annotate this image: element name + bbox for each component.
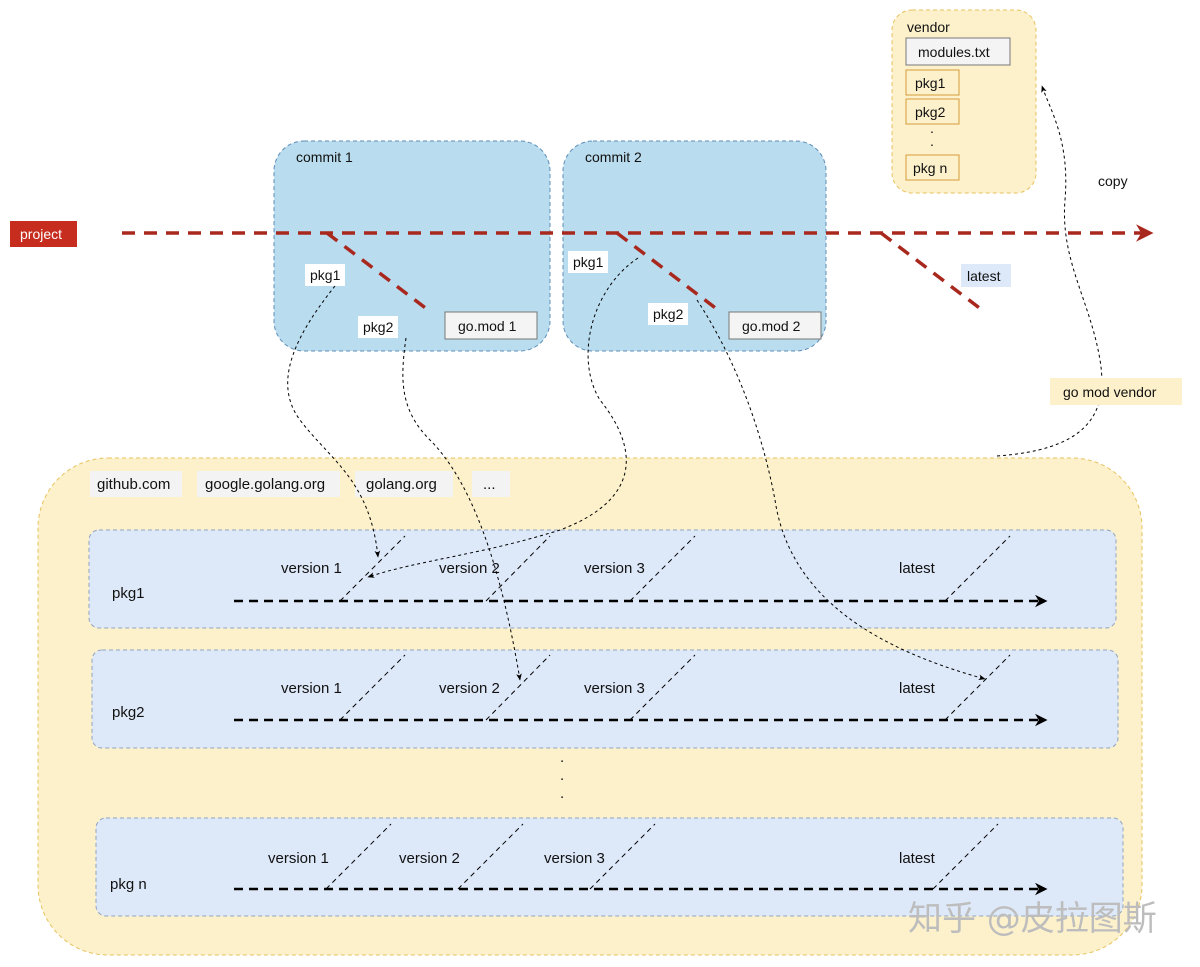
source-tag-more: ... bbox=[483, 476, 496, 493]
source-hosts: github.com google.golang.org golang.org … bbox=[90, 471, 510, 497]
latest-label: latest bbox=[967, 268, 1001, 284]
rows-ellipsis-2: . bbox=[560, 767, 564, 784]
pkgn-branch-v2 bbox=[457, 823, 524, 890]
pkg1-version-branches bbox=[339, 535, 1011, 602]
pkgn-version-branches bbox=[325, 823, 999, 890]
source-tag-bg bbox=[472, 471, 510, 497]
commit2-pkg2-to-pkg2-latest bbox=[696, 299, 986, 681]
commit-2-title: commit 2 bbox=[585, 149, 642, 165]
commit-1-box bbox=[273, 140, 551, 352]
pkg2-branch-v1 bbox=[339, 654, 406, 721]
gomod-1-label: go.mod 1 bbox=[458, 318, 517, 334]
vendor-pkg1-label: pkg1 bbox=[915, 75, 946, 91]
lane-pkg2-name: pkg2 bbox=[112, 704, 145, 721]
lane-pkg1-version3: version 3 bbox=[584, 560, 645, 577]
pkg1-branch-latest bbox=[944, 535, 1011, 602]
commit-2-branch bbox=[615, 231, 724, 315]
commit1-pkg1-to-v1 bbox=[287, 285, 381, 558]
go-mod-vendor-box bbox=[1050, 378, 1182, 405]
pkg1-branch-v1 bbox=[339, 535, 406, 602]
latest-branch bbox=[879, 231, 988, 315]
lane-pkgn-latest: latest bbox=[899, 850, 936, 867]
rows-ellipsis-3: . bbox=[560, 785, 564, 802]
pkgn-branch-v1 bbox=[325, 823, 392, 890]
lane-pkgn-name: pkg n bbox=[110, 876, 147, 893]
go-mod-vendor-label: go mod vendor bbox=[1063, 384, 1157, 400]
pkg2-branch-v3 bbox=[629, 654, 696, 721]
dependency-links bbox=[287, 85, 1103, 681]
commit1-pkg2-to-pkg2-v2 bbox=[402, 337, 522, 681]
project-label: project bbox=[20, 226, 62, 242]
gomod-2-label: go.mod 2 bbox=[742, 318, 801, 334]
latest-label-box bbox=[961, 264, 1011, 287]
lane-pkg2-version2: version 2 bbox=[439, 680, 500, 697]
source-tag-bg bbox=[90, 471, 182, 497]
commit-1-pkg2-bg bbox=[358, 316, 398, 338]
commit-2-pkg1-bg bbox=[568, 251, 608, 273]
source-tag-golang: golang.org bbox=[366, 476, 437, 493]
gomod-2-box bbox=[728, 311, 822, 340]
lane-pkg1-version1: version 1 bbox=[281, 560, 342, 577]
lane-pkgn-version1: version 1 bbox=[268, 850, 329, 867]
source-tag-bg bbox=[197, 471, 340, 497]
package-lane-pkg1 bbox=[88, 529, 1117, 629]
vendor-pkgn-label: pkg n bbox=[913, 160, 947, 176]
lane-pkg1-name: pkg1 bbox=[112, 585, 145, 602]
modules-txt-box bbox=[905, 37, 1011, 66]
pkg1-branch-v2 bbox=[485, 535, 551, 602]
source-tag-google-golang: google.golang.org bbox=[205, 476, 325, 493]
rows-ellipsis-1: . bbox=[560, 749, 564, 766]
watermark-text: 知乎 @皮拉图斯 bbox=[908, 899, 1157, 939]
vendor-pkg2-label: pkg2 bbox=[915, 104, 946, 120]
pkgn-branch-latest bbox=[932, 823, 999, 890]
commit-1-pkg1-label: pkg1 bbox=[310, 267, 341, 283]
package-lane-pkgn bbox=[95, 817, 1124, 917]
commit-1-title: commit 1 bbox=[296, 149, 353, 165]
lane-pkg1-version2: version 2 bbox=[439, 560, 500, 577]
package-lane-pkg2 bbox=[91, 649, 1119, 749]
vendor-pkg1-box bbox=[905, 69, 960, 96]
commit-2-pkg2-bg bbox=[648, 303, 688, 325]
lane-pkgn-version2: version 2 bbox=[399, 850, 460, 867]
gomod-1-box bbox=[444, 311, 538, 340]
pkg1-branch-v3 bbox=[629, 535, 696, 602]
pkg2-branch-latest bbox=[944, 654, 1011, 721]
source-tag-github: github.com bbox=[97, 476, 170, 493]
pkgn-branch-v3 bbox=[589, 823, 656, 890]
vendor-pkg2-box bbox=[905, 98, 960, 125]
commit-1-branch bbox=[325, 231, 434, 315]
vendor-ellipsis-2: . bbox=[930, 133, 934, 149]
vendor-pkgn-box bbox=[905, 154, 960, 181]
commit-2-box bbox=[562, 140, 827, 352]
commit-2-pkg1-label: pkg1 bbox=[573, 254, 604, 270]
pkg2-version-branches bbox=[339, 654, 1011, 721]
lane-pkg2-version3: version 3 bbox=[584, 680, 645, 697]
vendor-title: vendor bbox=[907, 19, 950, 35]
vendor-ellipsis-1: . bbox=[930, 120, 934, 136]
lane-pkg2-version1: version 1 bbox=[281, 680, 342, 697]
pkg2-branch-v2 bbox=[485, 654, 551, 721]
commit-1-pkg2-label: pkg2 bbox=[363, 319, 394, 335]
lane-pkg1-latest: latest bbox=[899, 560, 936, 577]
lane-pkg2-latest: latest bbox=[899, 680, 936, 697]
project-label-box bbox=[10, 221, 77, 247]
lane-pkgn-version3: version 3 bbox=[544, 850, 605, 867]
modules-txt-label: modules.txt bbox=[918, 44, 990, 60]
commit-1-pkg1-bg bbox=[305, 264, 345, 286]
commit-2-pkg2-label: pkg2 bbox=[653, 306, 684, 322]
source-tag-bg bbox=[355, 471, 453, 497]
copy-label: copy bbox=[1098, 173, 1128, 189]
